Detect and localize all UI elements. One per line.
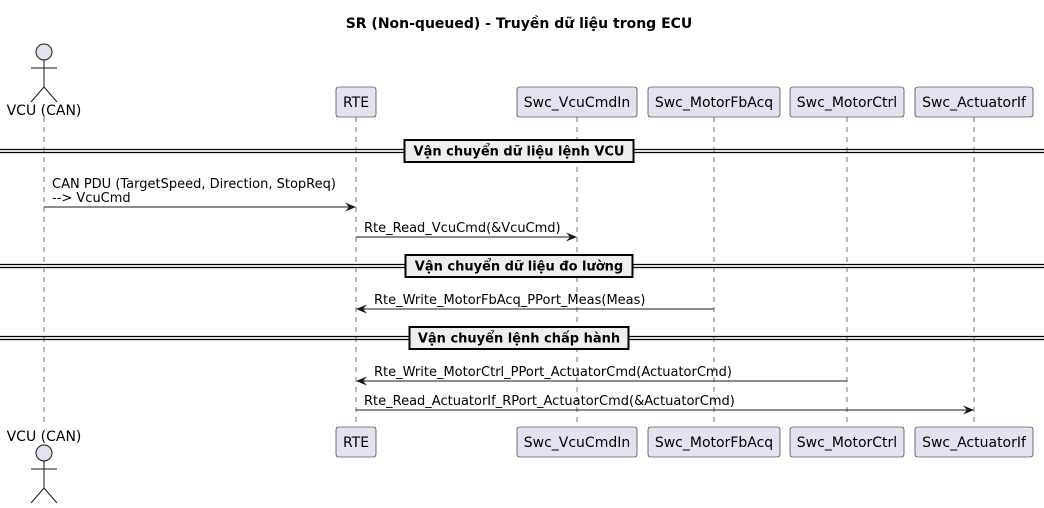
arrowhead-icon [356, 304, 367, 314]
diagram-title: SR (Non-queued) - Truyền dữ liệu trong E… [346, 15, 693, 32]
participant-vcu-bottom: VCU (CAN) [7, 429, 82, 504]
participant-motorctrl-bottom: Swc_MotorCtrl [789, 426, 905, 458]
participant-label: Swc_MotorFbAcq [655, 435, 773, 451]
arrowhead-icon [566, 232, 577, 242]
divider-box [403, 139, 635, 163]
participant-box [647, 426, 781, 458]
message-label: Rte_Read_ActuatorIf_RPort_ActuatorCmd(&A… [364, 394, 735, 409]
section-divider: Vận chuyển lệnh chấp hành [0, 326, 1044, 350]
message-label: CAN PDU (TargetSpeed, Direction, StopReq… [52, 177, 336, 192]
participant-box [647, 86, 781, 118]
message-label: Rte_Write_MotorFbAcq_PPort_Meas(Meas) [374, 293, 645, 308]
participant-label: Swc_MotorCtrl [797, 435, 897, 451]
participant-vcucmdin-bottom: Swc_VcuCmdIn [516, 426, 638, 458]
participant-motorctrl-top: Swc_MotorCtrl [789, 86, 905, 118]
divider-label: Vận chuyển dữ liệu đo lường [415, 259, 623, 275]
participant-motorfbacq-bottom: Swc_MotorFbAcq [647, 426, 781, 458]
participant-rte-top: RTE [335, 86, 377, 118]
divider-label: Vận chuyển dữ liệu lệnh VCU [414, 144, 625, 160]
arrowhead-icon [356, 376, 367, 386]
divider-box [404, 254, 634, 278]
participant-box [789, 86, 905, 118]
participant-rte-bottom: RTE [335, 426, 377, 458]
arrowhead-icon [963, 405, 974, 415]
participant-label: Swc_VcuCmdIn [524, 95, 630, 111]
participant-actuatorif-bottom: Swc_ActuatorIf [914, 426, 1034, 458]
participant-box [516, 426, 638, 458]
message-arrow: Rte_Read_VcuCmd(&VcuCmd) [356, 221, 577, 242]
participant-box [914, 86, 1034, 118]
participant-box [335, 86, 377, 118]
section-divider: Vận chuyển dữ liệu lệnh VCU [0, 139, 1044, 163]
participant-label: RTE [343, 95, 369, 111]
divider-box [408, 326, 630, 350]
message-label: Rte_Read_VcuCmd(&VcuCmd) [364, 221, 561, 236]
message-arrow: Rte_Write_MotorFbAcq_PPort_Meas(Meas) [356, 293, 714, 314]
message-label: Rte_Write_MotorCtrl_PPort_ActuatorCmd(Ac… [374, 365, 732, 380]
participant-motorfbacq-top: Swc_MotorFbAcq [647, 86, 781, 118]
arrowhead-icon [345, 202, 356, 212]
participant-actuatorif-top: Swc_ActuatorIf [914, 86, 1034, 118]
participant-box [335, 426, 377, 458]
actor-head-icon [35, 43, 53, 61]
participant-label: Swc_ActuatorIf [922, 95, 1027, 111]
section-divider: Vận chuyển dữ liệu đo lường [0, 254, 1044, 278]
divider-label: Vận chuyển lệnh chấp hành [418, 331, 620, 347]
participant-box [914, 426, 1034, 458]
participant-vcucmdin-top: Swc_VcuCmdIn [516, 86, 638, 118]
participant-box [516, 86, 638, 118]
participant-label: VCU (CAN) [7, 429, 82, 445]
message-arrow: Rte_Read_ActuatorIf_RPort_ActuatorCmd(&A… [356, 394, 974, 415]
participant-label: VCU (CAN) [7, 103, 82, 119]
participant-box [789, 426, 905, 458]
participant-label: Swc_VcuCmdIn [524, 435, 630, 451]
message-arrow: CAN PDU (TargetSpeed, Direction, StopReq… [44, 177, 356, 212]
message-label: --> VcuCmd [52, 191, 131, 206]
participant-label: Swc_MotorFbAcq [655, 95, 773, 111]
participant-label: RTE [343, 435, 369, 451]
participant-label: Swc_MotorCtrl [797, 95, 897, 111]
participant-label: Swc_ActuatorIf [922, 435, 1027, 451]
actor-head-icon [35, 444, 53, 462]
message-arrow: Rte_Write_MotorCtrl_PPort_ActuatorCmd(Ac… [356, 365, 847, 386]
participant-vcu-top: VCU (CAN) [7, 43, 82, 119]
